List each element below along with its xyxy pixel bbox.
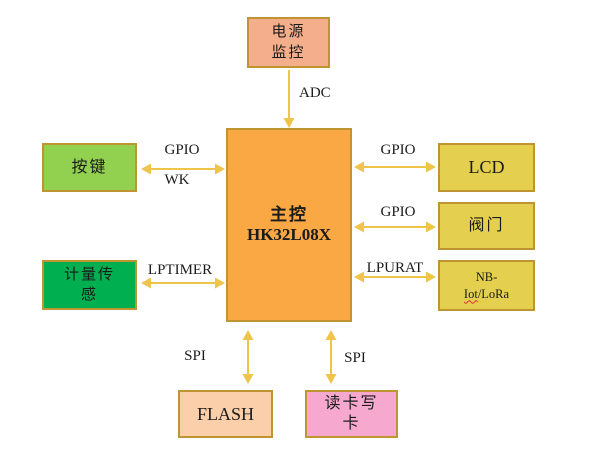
node-card-reader: 读卡写 卡 (305, 390, 398, 438)
lptimer-bus-label: LPTIMER (147, 262, 213, 278)
node-nb-iot-lora: NB- Iot/LoRa (438, 260, 535, 311)
flash-label: FLASH (196, 403, 254, 424)
gpio-valve-arrow (354, 221, 436, 233)
spi-flash-arrow (242, 330, 254, 384)
spi-card-arrow (325, 330, 337, 384)
lpurat-bus-label: LPURAT (366, 260, 424, 276)
nb-iot-lora-label-line1: NB- (475, 269, 498, 284)
gpio-valve-bus-label: GPIO (380, 204, 416, 220)
card-reader-label-line1: 读卡写 (324, 395, 379, 412)
spi-card-bus-label: SPI (344, 350, 366, 366)
meter-sensor-label-line1: 计量传 (63, 267, 115, 283)
nb-iot-lora-label-line2: Iot/LoRa (464, 286, 509, 303)
node-keys: 按键 (42, 143, 137, 192)
mcu-label-line1: 主控 (270, 205, 308, 224)
meter-sensor-label-line2: 感 (80, 287, 98, 303)
node-meter-sensor: 计量传 感 (42, 260, 137, 310)
spi-flash-bus-label: SPI (184, 348, 206, 364)
gpio-wk-bus-label-line2: WK (164, 172, 190, 188)
nb-lora-word: /LoRa (477, 286, 510, 301)
node-mcu: 主控 HK32L08X (226, 128, 352, 322)
node-power-monitor: 电源 监控 (247, 17, 330, 68)
card-reader-label-line2: 卡 (342, 415, 361, 432)
node-flash: FLASH (178, 390, 273, 438)
nb-iot-misspelled-word: Iot (463, 286, 478, 301)
gpio-lcd-bus-label: GPIO (380, 142, 416, 158)
adc-bus-label: ADC (299, 85, 331, 101)
power-monitor-label-line2: 监控 (271, 44, 306, 61)
power-monitor-label-line1: 电源 (271, 24, 306, 41)
gpio-lcd-arrow (354, 161, 436, 173)
mcu-label-line2: HK32L08X (246, 225, 332, 244)
lptimer-arrow (141, 277, 225, 289)
adc-arrow (283, 70, 295, 128)
gpio-wk-bus-label-line1: GPIO (164, 142, 200, 158)
lcd-label: LCD (468, 157, 505, 178)
valve-label: 阀门 (468, 217, 505, 235)
node-lcd: LCD (438, 143, 535, 192)
node-valve: 阀门 (438, 202, 535, 250)
keys-label: 按键 (71, 158, 108, 176)
